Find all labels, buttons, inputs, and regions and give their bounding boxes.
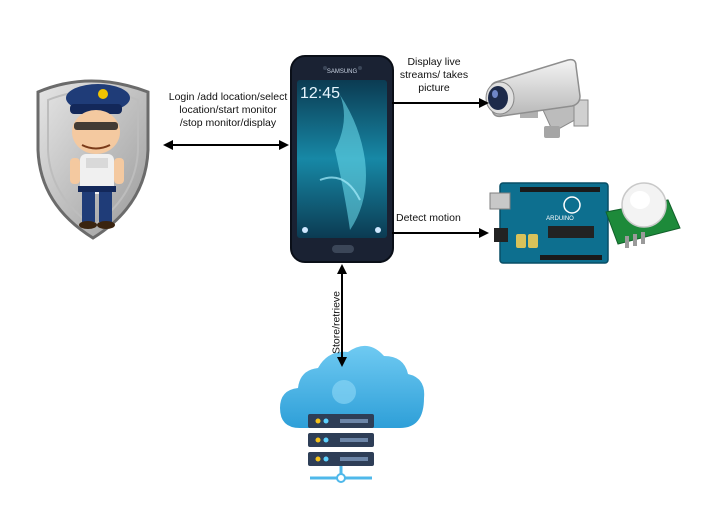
edge-label-line: location/start monitor xyxy=(179,104,277,116)
edge-label-line: Display live xyxy=(407,56,461,68)
phone-brand-text: SAMSUNG xyxy=(327,69,358,75)
security-camera-icon xyxy=(485,58,589,138)
edge-label-line: Login /add location/select xyxy=(168,91,288,103)
edge-label-phone-cloud: Store/retrieve xyxy=(330,290,343,355)
pir-motion-sensor-icon xyxy=(605,182,681,248)
smartphone-icon xyxy=(290,55,394,263)
arduino-board-icon xyxy=(489,182,609,264)
edge-label-line: streams/ takes xyxy=(399,69,469,81)
cloud-server-icon xyxy=(280,345,425,483)
arduino-brand-text: ARDUINO xyxy=(546,216,574,222)
edge-label-line: picture xyxy=(418,82,450,94)
edge-label-user-phone: Login /add location/select location/star… xyxy=(163,91,293,130)
phone-time-text: 12:45 xyxy=(300,85,340,102)
edge-label-phone-arduino: Detect motion xyxy=(396,212,461,224)
edge-label-phone-camera: Display live streams/ takes picture xyxy=(398,56,470,95)
security-guard-icon xyxy=(36,79,150,240)
edge-label-line: /stop monitor/display xyxy=(179,117,277,129)
